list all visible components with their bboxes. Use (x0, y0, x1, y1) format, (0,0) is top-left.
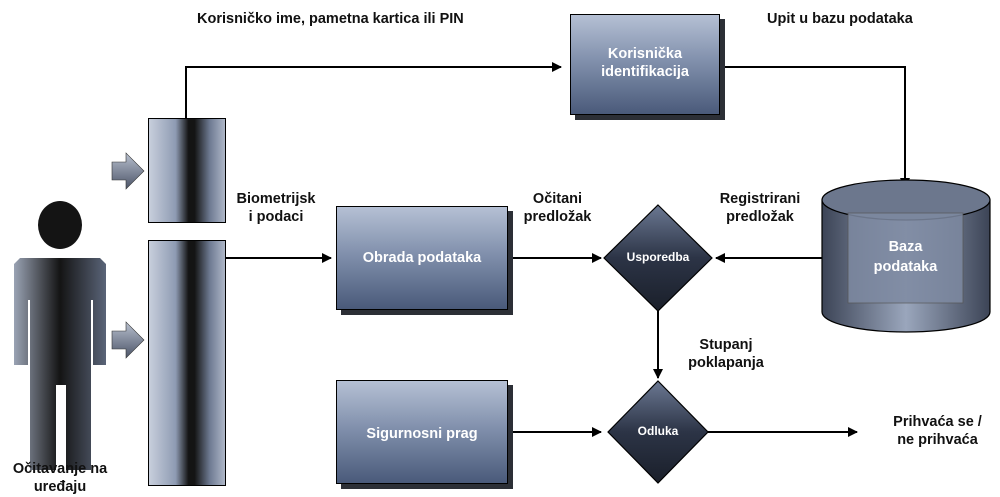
comparison-diamond (603, 204, 713, 312)
match-degree-label-2: poklapanja (688, 355, 764, 371)
user-identification-label-1: Korisnička (607, 46, 683, 62)
biometric-data-label-1: Biometrijsk (236, 191, 316, 207)
biometric-data-label-2: i podaci (248, 209, 304, 225)
database-cylinder (821, 179, 991, 333)
database-label-1: Baza (888, 239, 923, 255)
connector-to-user-identification (185, 62, 562, 118)
security-threshold-label: Sigurnosni prag (366, 426, 478, 442)
reading-arrow-lower-icon (111, 321, 145, 359)
user-identification-box: Korisnička identifikacija (570, 14, 720, 115)
comparison-label: Usporedba (626, 250, 690, 264)
user-identification-label-2: identifikacija (601, 64, 689, 80)
result-label-2: ne prihvaća (897, 432, 978, 448)
device-reading-label-2: uređaju (33, 479, 87, 495)
person-icon (14, 201, 106, 470)
security-threshold-box: Sigurnosni prag (336, 380, 508, 484)
user-id-input-label: Korisničko ime, pametna kartica ili PIN (197, 11, 464, 27)
decision-diamond (607, 380, 709, 484)
registered-template-label-1: Registrirani (719, 191, 801, 207)
device-reading-label-1: Očitavanje na (12, 461, 108, 477)
registered-template-label-2: predložak (726, 209, 794, 225)
data-processing-label: Obrada podataka (362, 250, 482, 266)
database-label-2: podataka (873, 259, 938, 275)
result-label-1: Prihvaća se / (893, 414, 982, 430)
db-query-label: Upit u bazu podataka (767, 11, 913, 27)
decision-label: Odluka (637, 424, 679, 438)
match-degree-label-1: Stupanj (699, 337, 753, 353)
reader-column-lower (148, 240, 226, 486)
read-template-label-1: Očitani (532, 191, 583, 207)
connector-to-database (720, 66, 910, 188)
read-template-label-2: predložak (523, 209, 592, 225)
reading-arrow-upper-icon (111, 152, 145, 190)
reader-column-upper (148, 118, 226, 223)
data-processing-box: Obrada podataka (336, 206, 508, 310)
